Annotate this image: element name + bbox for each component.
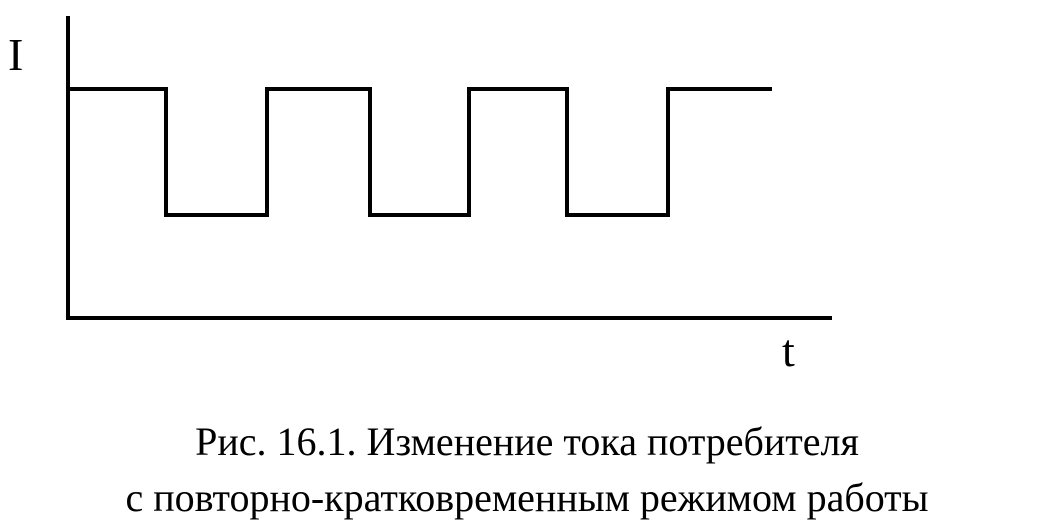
x-axis-label: t	[782, 325, 795, 376]
y-axis-label: I	[8, 29, 23, 80]
current-waveform	[68, 87, 772, 217]
figure-caption-line-2: с повторно-кратковременным режимом работ…	[125, 475, 928, 520]
figure-caption-line-1: Рис. 16.1. Изменение тока потребителя	[195, 419, 859, 464]
waveform-line	[68, 87, 772, 217]
